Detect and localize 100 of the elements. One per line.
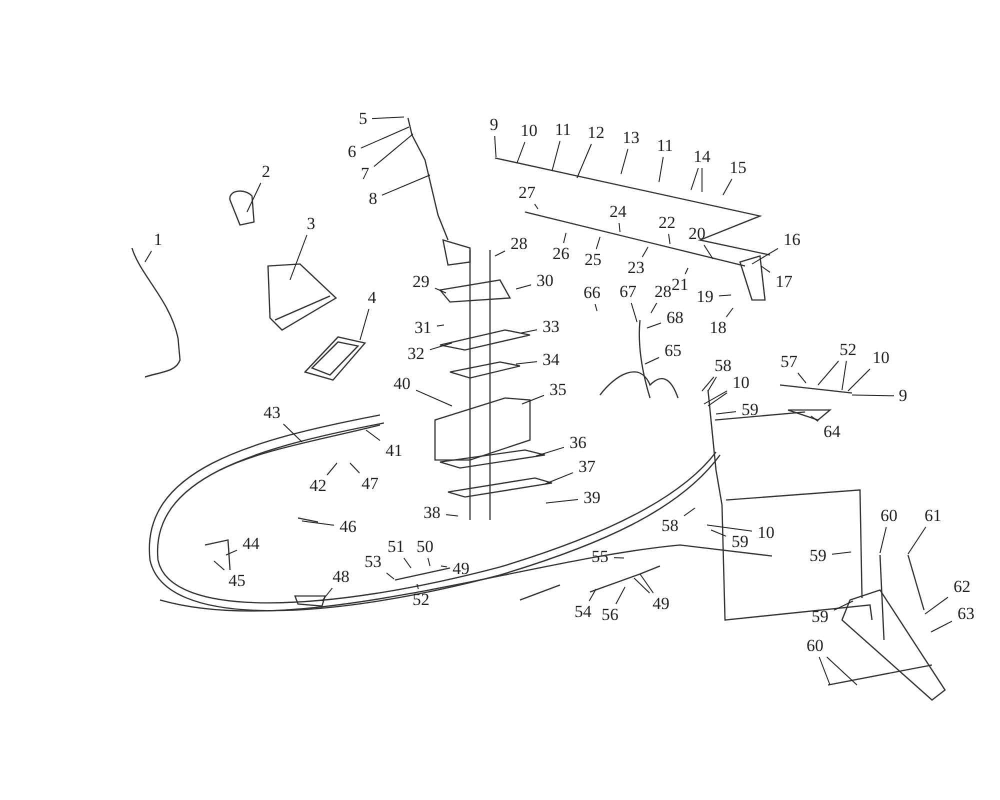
callout-number: 49 — [452, 560, 470, 578]
leader-line — [552, 140, 560, 172]
callout-number: 14 — [694, 148, 710, 166]
callout-number: 6 — [348, 143, 356, 161]
leader-line — [430, 342, 452, 350]
leader-line — [704, 244, 714, 260]
callout-number: 30 — [536, 272, 554, 290]
leader-line — [326, 462, 338, 476]
callout-number: 24 — [610, 203, 626, 221]
callout-number: 58 — [714, 357, 732, 375]
callout-number: 64 — [824, 423, 840, 441]
leader-line — [908, 526, 926, 554]
callout-number: 28 — [654, 283, 672, 301]
callout-number: 18 — [710, 319, 726, 337]
callout-number: 61 — [924, 507, 942, 525]
callout-number: 40 — [394, 375, 410, 393]
leader-line — [842, 360, 847, 390]
callout-number: 51 — [388, 538, 404, 556]
callout-number: 31 — [414, 319, 432, 337]
callout-number: 65 — [664, 342, 682, 360]
leader-line — [702, 376, 714, 392]
leader-line — [684, 508, 696, 516]
leader-line — [516, 142, 526, 164]
leader-line — [226, 550, 238, 556]
callout-number: 15 — [730, 159, 746, 177]
callout-number: 12 — [588, 124, 604, 142]
leader-line — [290, 234, 308, 280]
leader-line — [880, 526, 887, 554]
leader-line — [534, 204, 538, 210]
callout-number: 59 — [732, 533, 748, 551]
callout-number: 63 — [958, 605, 974, 623]
leader-line — [246, 182, 262, 212]
callout-number: 26 — [552, 245, 570, 263]
callout-number: 21 — [672, 276, 688, 294]
callout-number: 16 — [784, 231, 800, 249]
callout-number: 7 — [360, 165, 370, 183]
leader-line — [322, 588, 333, 602]
leader-line — [618, 222, 620, 232]
leader-line — [640, 574, 654, 594]
leader-line — [302, 520, 334, 526]
leader-line — [382, 174, 430, 196]
leader-line — [360, 308, 370, 340]
leader-line — [374, 134, 414, 167]
leader-line — [718, 294, 732, 296]
leader-line — [852, 394, 894, 396]
leader-line — [646, 322, 662, 328]
leader-line — [372, 116, 404, 120]
callout-number: 3 — [306, 215, 316, 233]
callout-number: 66 — [584, 284, 600, 302]
callout-number: 52 — [840, 341, 856, 359]
leader-line — [924, 596, 948, 614]
leader-line — [760, 266, 770, 273]
leader-line — [416, 390, 452, 406]
leader-line — [522, 394, 544, 404]
leader-line — [144, 250, 152, 262]
callout-number: 36 — [570, 434, 586, 452]
callout-number: 54 — [574, 603, 592, 621]
callout-number: 2 — [262, 163, 270, 181]
leader-line — [615, 586, 626, 604]
callout-number: 29 — [412, 273, 430, 291]
callout-number: 45 — [228, 572, 246, 590]
callout-number: 5 — [358, 110, 368, 128]
leader-line — [594, 304, 598, 312]
leader-line — [832, 552, 852, 555]
callout-number: 1 — [154, 231, 162, 249]
callout-number: 11 — [554, 121, 572, 139]
callout-number: 56 — [602, 606, 618, 624]
leader-line — [596, 236, 600, 250]
leader-line — [644, 357, 660, 364]
leader-line — [516, 284, 532, 290]
callout-number: 57 — [780, 353, 798, 371]
leader-line — [668, 234, 670, 244]
leader-line — [350, 462, 360, 474]
leader-line — [366, 430, 380, 441]
leader-line — [684, 268, 688, 274]
leader-line — [848, 368, 870, 392]
leader-line — [752, 248, 778, 264]
callout-number: 60 — [806, 637, 824, 655]
leader-line — [614, 557, 624, 558]
callout-number: 43 — [264, 404, 280, 422]
leader-line — [704, 390, 728, 404]
leader-line — [708, 376, 717, 392]
callout-number: 9 — [490, 116, 498, 134]
leader-line — [650, 302, 658, 314]
leader-line — [494, 136, 496, 158]
leader-line — [818, 360, 840, 386]
leader-line — [930, 620, 952, 632]
callout-number: 53 — [364, 553, 382, 571]
callout-number: 46 — [340, 518, 356, 536]
callout-number: 50 — [416, 538, 434, 556]
callout-number: 19 — [696, 288, 714, 306]
leader-line — [403, 558, 412, 568]
leader-line — [520, 329, 538, 334]
leader-line — [563, 232, 566, 244]
leader-line — [797, 372, 806, 384]
leader-line — [282, 424, 302, 442]
callout-number: 10 — [520, 122, 538, 140]
callout-number: 67 — [620, 283, 636, 301]
callout-number: 20 — [688, 225, 706, 243]
callout-number: 58 — [662, 517, 678, 535]
